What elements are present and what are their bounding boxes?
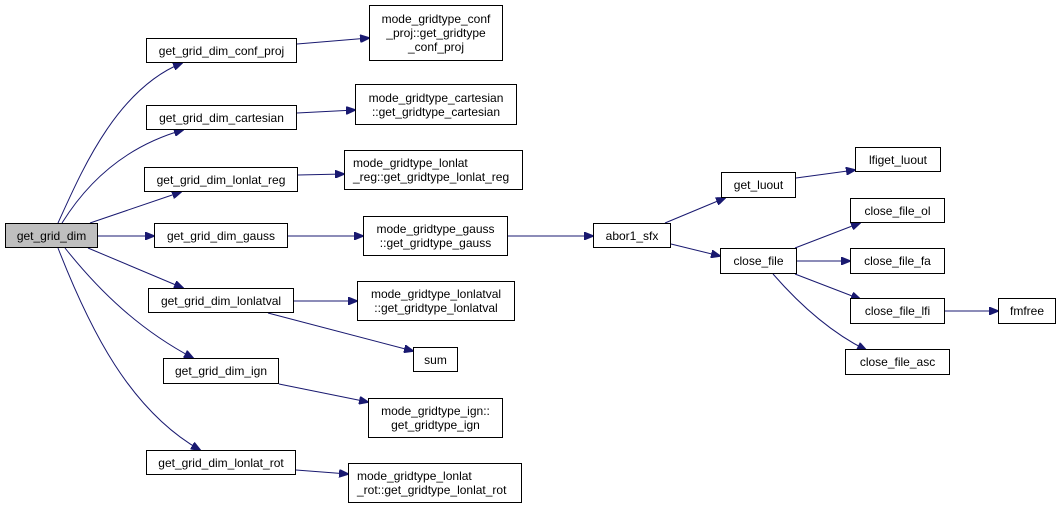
node-label: _proj::get_gridtype: [386, 26, 486, 40]
edge-get_grid_dim-to-get_grid_dim_lonlatval: [87, 247, 183, 288]
node-close-file-asc[interactable]: close_file_asc: [845, 349, 950, 375]
node-get-luout[interactable]: get_luout: [721, 172, 796, 198]
node-label: mode_gridtype_cartesian: [368, 90, 504, 105]
node-get-grid-dim-gauss[interactable]: get_grid_dim_gauss: [154, 223, 288, 248]
edge-close_file-to-close_file_ol: [794, 223, 860, 249]
node-label: _reg::get_gridtype_lonlat_reg: [353, 170, 510, 184]
node-label: ::get_gridtype_cartesian: [371, 104, 501, 119]
node-sum[interactable]: sum: [413, 347, 458, 372]
node-close-file[interactable]: close_file: [720, 248, 797, 274]
node-label: abor1_sfx: [605, 228, 659, 243]
node-get-grid-dim-conf-proj[interactable]: get_grid_dim_conf_proj: [146, 38, 297, 63]
node-fmfree[interactable]: fmfree: [998, 298, 1056, 324]
node-label: get_grid_dim_cartesian: [159, 110, 284, 125]
node-get-grid-dim-lonlatval[interactable]: get_grid_dim_lonlatval: [148, 288, 294, 313]
node-label: mode_gridtype_lonlatval: [370, 287, 502, 301]
node-label: ::get_gridtype_gauss: [379, 236, 492, 250]
node-label: get_grid_dim_ign: [174, 364, 268, 378]
node-label: mode_gridtype_conf: [381, 12, 491, 26]
node-label: get_grid_dim_lonlat_reg: [156, 172, 286, 187]
node-mode-lonlatval[interactable]: mode_gridtype_lonlatval::get_gridtype_lo…: [357, 281, 515, 321]
node-label: get_grid_dim_lonlat_rot: [158, 455, 284, 470]
node-label: get_grid_dim_gauss: [166, 228, 276, 243]
edge-close_file-to-close_file_asc: [772, 273, 866, 350]
node-label: lfiget_luout: [868, 152, 928, 167]
edge-abor1_sfx-to-close_file: [670, 243, 720, 256]
node-mode-conf-proj[interactable]: mode_gridtype_conf_proj::get_gridtype_co…: [369, 5, 503, 61]
node-label: get_grid_dim_conf_proj: [158, 43, 285, 58]
node-close-file-lfi[interactable]: close_file_lfi: [850, 298, 945, 324]
node-label: mode_gridtype_ign::: [381, 404, 490, 418]
node-label: get_gridtype_ign: [391, 418, 480, 432]
node-close-file-fa[interactable]: close_file_fa: [850, 248, 945, 274]
node-label: mode_gridtype_lonlat: [353, 156, 468, 170]
edge-get_grid_dim-to-get_grid_dim_conf_proj: [57, 63, 182, 224]
node-label: get_grid_dim_lonlatval: [160, 293, 282, 308]
node-label: ::get_gridtype_lonlatval: [374, 301, 498, 315]
node-label: get_luout: [733, 178, 784, 192]
node-label: fmfree: [1009, 304, 1044, 318]
node-label: sum: [424, 352, 447, 367]
edge-get_grid_dim_lonlatval-to-sum: [267, 312, 413, 351]
node-mode-ign[interactable]: mode_gridtype_ign::get_gridtype_ign: [368, 398, 503, 438]
node-label: close_file_lfi: [864, 304, 931, 318]
node-mode-lonlat-rot[interactable]: mode_gridtype_lonlat_rot::get_gridtype_l…: [348, 463, 522, 503]
node-label: _rot::get_gridtype_lonlat_rot: [357, 483, 507, 497]
node-lfiget-luout[interactable]: lfiget_luout: [855, 147, 941, 172]
node-label: close_file: [733, 254, 784, 268]
node-close-file-ol[interactable]: close_file_ol: [850, 198, 945, 223]
node-get-grid-dim[interactable]: get_grid_dim: [5, 223, 98, 248]
edge-get_grid_dim_ign-to-mode_ign: [278, 383, 368, 402]
edge-get_grid_dim-to-get_grid_dim_cartesian: [61, 130, 183, 224]
edge-get_grid_dim-to-get_grid_dim_lonlat_rot: [57, 247, 200, 450]
edge-get_grid_dim_cartesian-to-mode_cartesian: [296, 110, 355, 113]
edge-get_grid_dim_lonlat_reg-to-mode_lonlat_reg: [297, 174, 344, 175]
node-mode-gauss[interactable]: mode_gridtype_gauss::get_gridtype_gauss: [363, 216, 508, 256]
node-get-grid-dim-cartesian[interactable]: get_grid_dim_cartesian: [146, 105, 297, 130]
node-get-grid-dim-lonlat-reg[interactable]: get_grid_dim_lonlat_reg: [144, 167, 298, 192]
node-mode-cartesian[interactable]: mode_gridtype_cartesian::get_gridtype_ca…: [355, 84, 517, 125]
edge-get_grid_dim_conf_proj-to-mode_conf_proj: [296, 38, 369, 45]
edge-abor1_sfx-to-get_luout: [664, 198, 725, 224]
edge-get_grid_dim-to-get_grid_dim_lonlat_reg: [89, 192, 181, 224]
node-mode-lonlat-reg[interactable]: mode_gridtype_lonlat_reg::get_gridtype_l…: [344, 150, 523, 190]
node-label: mode_gridtype_gauss: [376, 222, 495, 236]
node-abor1-sfx[interactable]: abor1_sfx: [593, 223, 671, 248]
node-label: close_file_fa: [864, 254, 931, 268]
node-label: close_file_ol: [864, 203, 931, 218]
node-label: mode_gridtype_lonlat: [357, 469, 472, 483]
node-get-grid-dim-ign[interactable]: get_grid_dim_ign: [163, 358, 279, 384]
node-label: get_grid_dim: [16, 228, 87, 243]
edge-get_grid_dim-to-get_grid_dim_ign: [64, 247, 193, 358]
edge-get_luout-to-lfiget_luout: [795, 170, 855, 179]
node-label: close_file_asc: [859, 355, 936, 369]
node-label: _conf_proj: [407, 40, 465, 54]
node-get-grid-dim-lonlat-rot[interactable]: get_grid_dim_lonlat_rot: [146, 450, 296, 475]
edge-close_file-to-close_file_lfi: [794, 273, 860, 299]
edge-get_grid_dim_lonlat_rot-to-mode_lonlat_rot: [295, 470, 348, 474]
